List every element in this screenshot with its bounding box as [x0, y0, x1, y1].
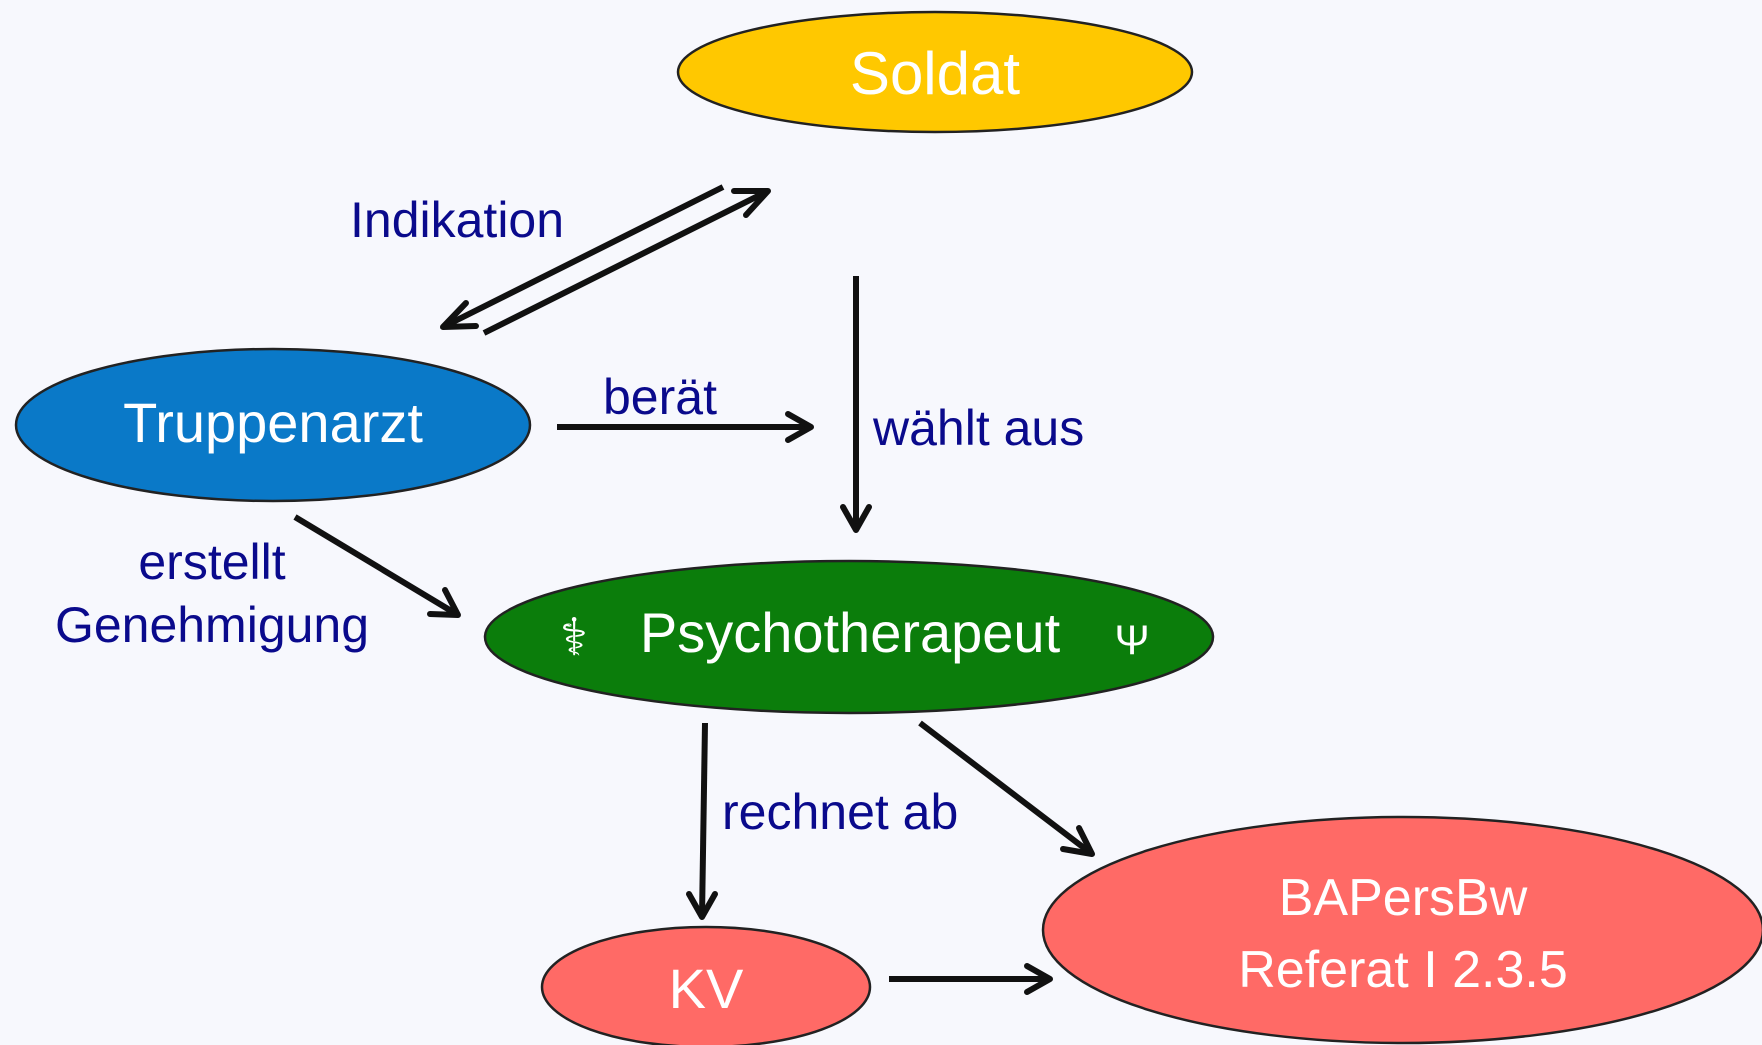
edge-label-beraet: berät	[603, 369, 717, 425]
node-kv: KV	[540, 925, 872, 1045]
edge-label-indikation: Indikation	[350, 192, 564, 248]
arrow-waehlt-aus	[840, 276, 872, 533]
kv-label: KV	[669, 957, 744, 1020]
caduceus-icon: ⚕	[560, 609, 588, 667]
edge-label-rechnet-ab: rechnet ab	[722, 784, 958, 840]
psychotherapeut-label: Psychotherapeut	[640, 601, 1061, 664]
arrow-soldat-to-truppenarzt	[440, 184, 725, 330]
soldat-ellipse	[676, 10, 1194, 134]
truppenarzt-label: Truppenarzt	[123, 391, 423, 454]
node-truppenarzt: Truppenarzt	[14, 347, 532, 503]
arrow-rechnet-ab	[686, 722, 718, 920]
edge-label-erstellt: erstellt	[138, 534, 285, 590]
arrow-erstellt-genehmigung	[293, 514, 461, 618]
kv-ellipse	[540, 925, 872, 1045]
node-bapersbw: BAPersBw Referat I 2.3.5	[1041, 815, 1762, 1045]
bapersbw-label: BAPersBw	[1279, 869, 1528, 927]
arrow-truppenarzt-to-soldat	[482, 188, 771, 336]
soldat-label: Soldat	[850, 40, 1020, 107]
node-soldat: Soldat	[676, 10, 1194, 134]
truppenarzt-ellipse	[14, 347, 532, 503]
psychotherapeut-ellipse	[483, 559, 1215, 715]
arrow-psychotherapeut-to-bapersbw	[918, 720, 1095, 857]
arrow-kv-to-bapersbw	[889, 963, 1053, 995]
arrow-beraet	[557, 411, 814, 443]
node-psychotherapeut: ⚕ Psychotherapeut Ψ	[483, 559, 1215, 715]
psi-icon: Ψ	[1114, 616, 1149, 663]
bapersbw-ellipse	[1041, 815, 1762, 1045]
edge-label-genehmigung: Genehmigung	[55, 597, 369, 653]
edge-label-waehlt-aus: wählt aus	[872, 400, 1084, 456]
referat-label: Referat I 2.3.5	[1238, 941, 1568, 999]
